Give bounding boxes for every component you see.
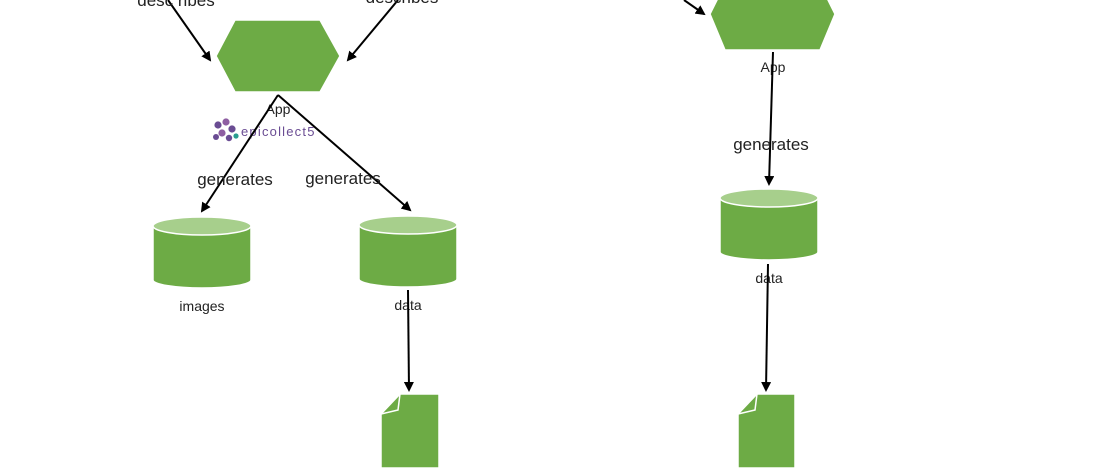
- hexagon-icon: [709, 0, 836, 51]
- edge-describes-left-arrow: [167, 0, 212, 62]
- edge-label-generates-right: generates: [733, 135, 809, 154]
- app-node-right[interactable]: [709, 0, 836, 51]
- epicollect-logo-text: epicollect5: [241, 124, 316, 139]
- edge-describes-right-arrow: [346, 0, 399, 62]
- edge-app-to-data-right: [764, 51, 775, 186]
- file-node-right[interactable]: [737, 393, 796, 469]
- cylinder-icon: [358, 215, 458, 288]
- epicollect-logo: epicollect5: [213, 118, 316, 142]
- edge-into-app-right: [683, 0, 706, 16]
- data-store-node-left[interactable]: [358, 215, 458, 288]
- epicollect-logo-icon: [213, 118, 239, 142]
- data-label-right: data: [755, 270, 782, 286]
- hexagon-icon: [215, 19, 341, 93]
- cylinder-icon: [719, 188, 819, 261]
- cylinder-icon: [152, 216, 252, 289]
- images-label: images: [179, 298, 224, 314]
- images-store-node[interactable]: [152, 216, 252, 289]
- edge-data-to-file-left: [403, 289, 414, 392]
- edge-app-to-images: [200, 94, 279, 213]
- edge-app-to-data: [277, 94, 412, 212]
- file-node-left[interactable]: [380, 393, 440, 469]
- edge-label-generates-images: generates: [197, 170, 273, 189]
- edge-label-describes-left: desc ribes: [137, 0, 214, 10]
- app-node-left[interactable]: [215, 19, 341, 93]
- edge-data-to-file-right: [761, 263, 772, 392]
- edge-label-generates-data: generates: [305, 169, 381, 188]
- data-store-node-right[interactable]: [719, 188, 819, 261]
- document-icon: [737, 393, 796, 469]
- document-icon: [380, 393, 440, 469]
